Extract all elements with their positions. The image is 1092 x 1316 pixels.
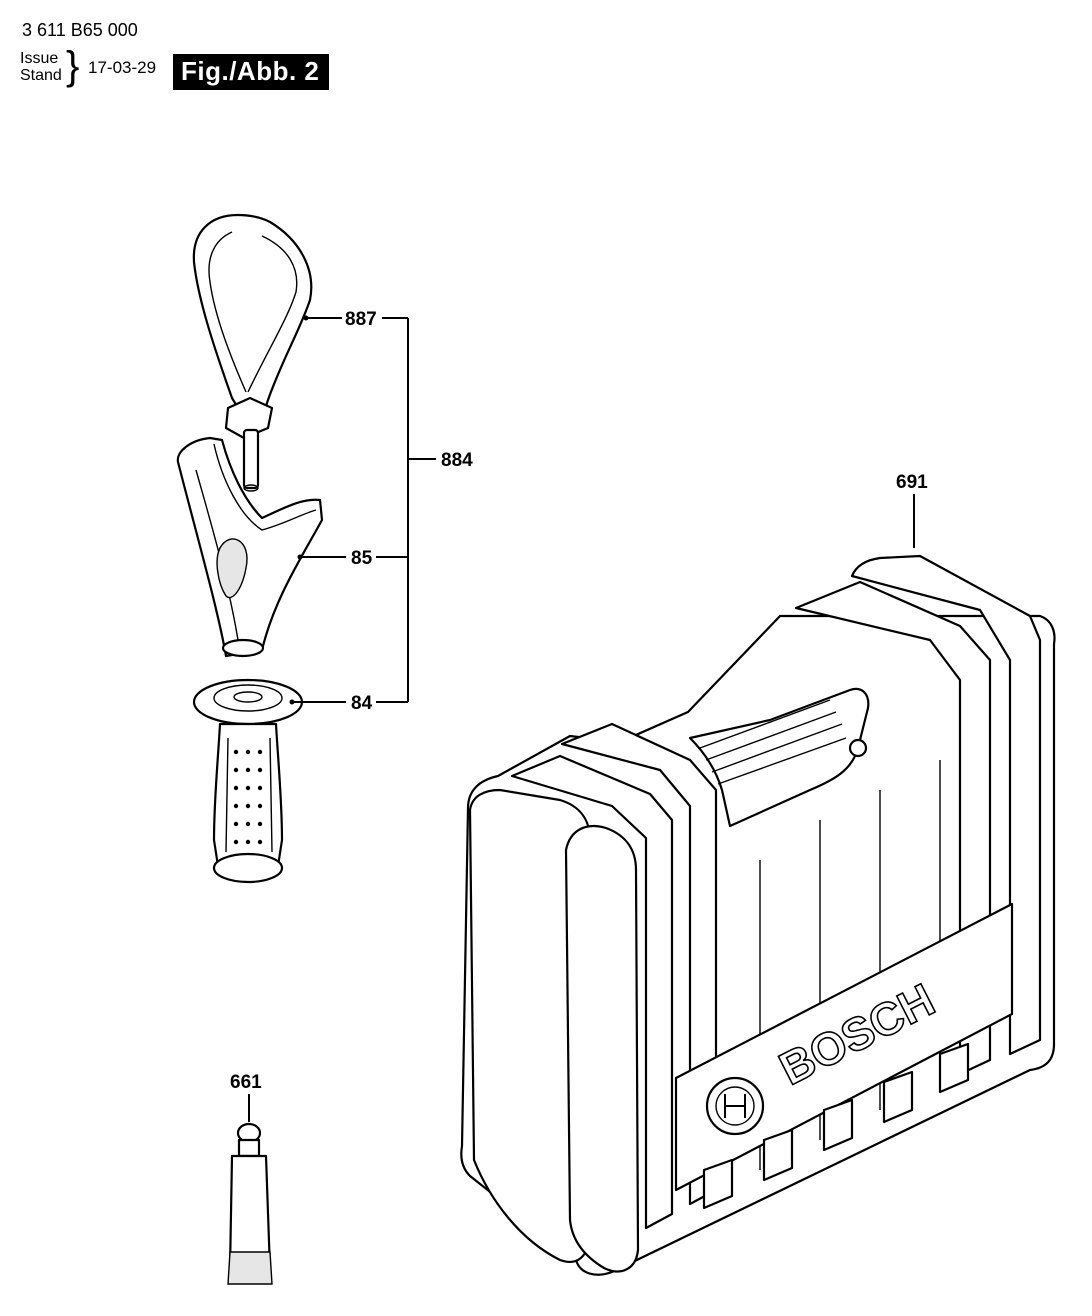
handle-bracket [176, 436, 324, 658]
grease-tube [227, 1122, 273, 1285]
carrying-case: BOSCH [460, 554, 1056, 1276]
callout-887: 887 [345, 309, 377, 330]
figure-label: Fig./Abb. 2 [173, 54, 330, 90]
callout-84: 84 [351, 693, 373, 714]
depth-stop-band [192, 213, 313, 492]
issue-stand-labels: Issue Stand [20, 50, 62, 84]
issue-date: 17-03-29 [88, 58, 157, 77]
brace-icon: } [66, 44, 80, 88]
callout-884: 884 [441, 450, 473, 471]
issue-label: Issue [20, 50, 59, 67]
callout-661: 661 [230, 1072, 262, 1093]
part-number: 3 611 B65 000 [22, 20, 138, 40]
callout-691: 691 [896, 472, 928, 493]
callout-85: 85 [351, 548, 373, 569]
clamping-ring-and-grip [192, 678, 304, 884]
stand-label: Stand [20, 67, 62, 84]
leader-lines [248, 315, 915, 1122]
